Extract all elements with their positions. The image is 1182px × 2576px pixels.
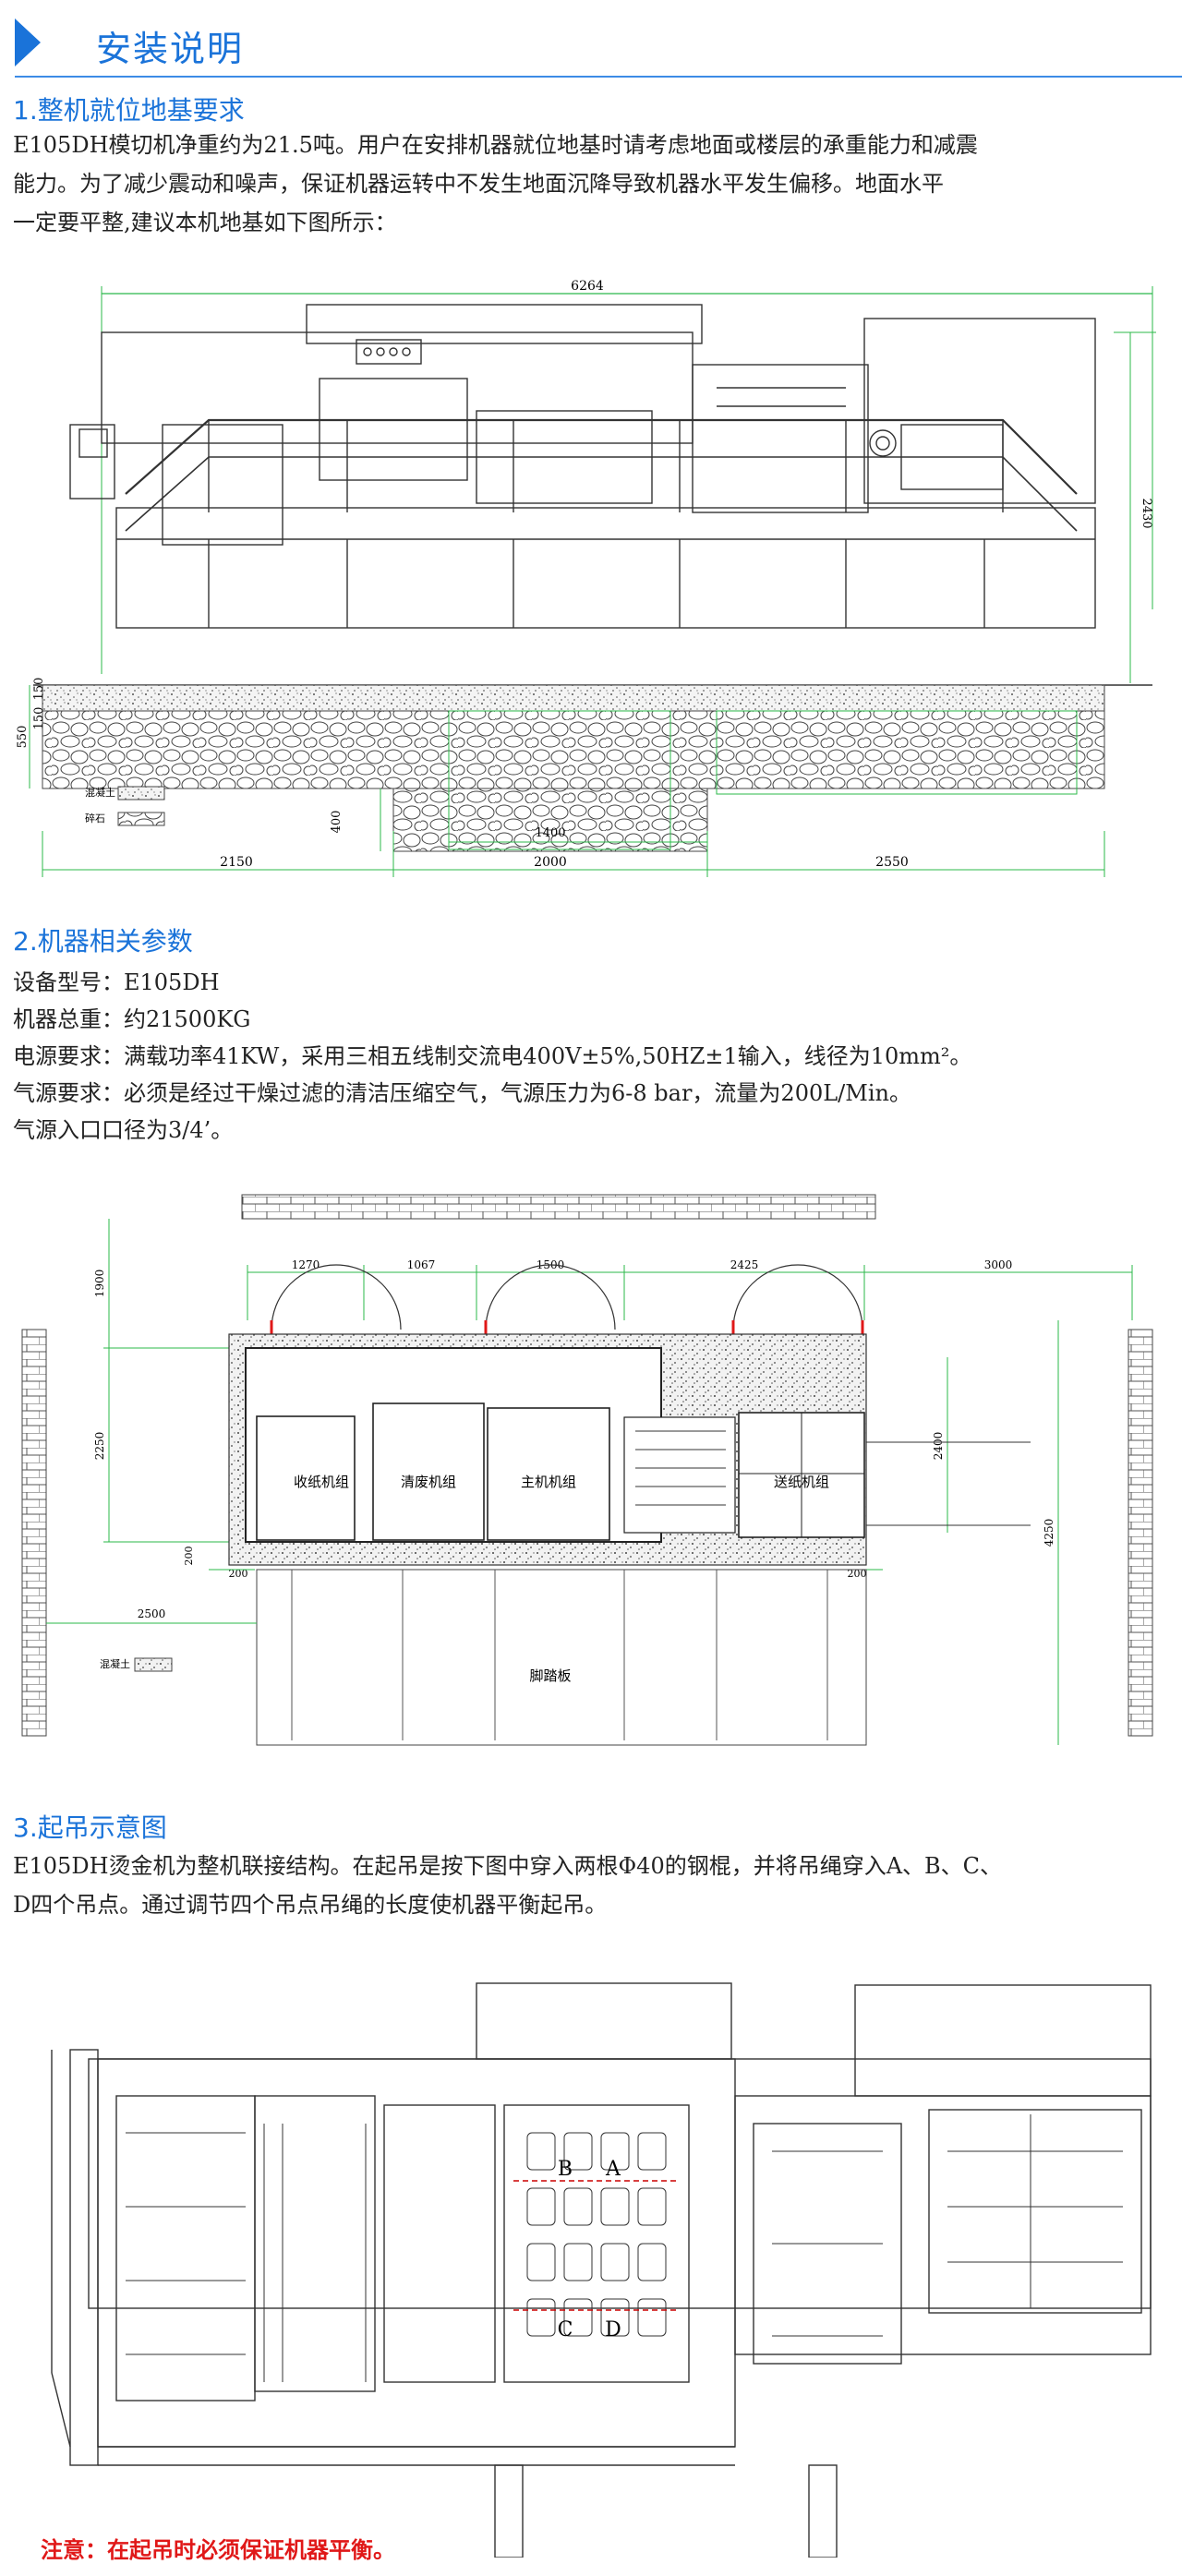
dimension-label: 1400 xyxy=(535,826,565,840)
dimension-label: 1270 xyxy=(292,1258,320,1271)
dimension-label: 150 xyxy=(32,707,46,730)
dimension-label: 2550 xyxy=(875,855,909,870)
dimension-label: 2000 xyxy=(534,855,567,870)
dimension-label: 2250 xyxy=(93,1432,106,1461)
lift-point-c: C xyxy=(558,2318,573,2341)
dimension-label: 200 xyxy=(183,1547,195,1566)
floor-plan-diagram: 1270 1067 1500 2425 3000 1900 2250 收纸机组 … xyxy=(21,1194,1153,1746)
unit-label-main: 主机机组 xyxy=(521,1474,576,1490)
lifting-diagram: B A C D xyxy=(51,1982,1152,2558)
dimension-label: 2400 xyxy=(932,1432,945,1461)
section-title: 2.机器相关参数 xyxy=(13,926,193,957)
legend-label: 碎石 xyxy=(85,812,105,825)
dimension-label: 550 xyxy=(16,726,30,749)
legend-label: 混凝土 xyxy=(100,1657,130,1670)
dimension-label: 3000 xyxy=(984,1258,1013,1271)
param-line: 电源要求：满载功率41KW，采用三相五线制交流电400V±5%,50HZ±1输入… xyxy=(13,1043,972,1069)
foundation-diagram: 6264 2430 xyxy=(16,279,1156,877)
dimension-label: 1067 xyxy=(407,1258,436,1271)
section-paragraph: E105DH烫金机为整机联接结构。在起吊是按下图中穿入两根Φ40的钢棍，并将吊绳… xyxy=(13,1853,1003,1918)
lift-point-b: B xyxy=(558,2158,573,2181)
dimension-label: 200 xyxy=(229,1568,248,1580)
section-paragraph: E105DH模切机净重约为21.5吨。用户在安排机器就位地基时请考虑地面或楼层的… xyxy=(13,132,978,235)
dimension-label: 4250 xyxy=(1043,1519,1055,1547)
unit-label-feeder: 送纸机组 xyxy=(774,1474,829,1490)
header-divider xyxy=(15,76,1182,78)
dimension-label: 6264 xyxy=(571,279,604,294)
dimension-label: 400 xyxy=(330,811,344,834)
dimension-label: 1900 xyxy=(93,1270,106,1298)
dimension-label: 2500 xyxy=(138,1607,166,1620)
dimension-label: 150 xyxy=(32,678,46,701)
arrow-icon xyxy=(15,18,41,66)
page-header: 安装说明 xyxy=(0,0,1182,85)
dimension-label: 2150 xyxy=(220,855,253,870)
param-line: 气源入口口径为3/4’。 xyxy=(13,1117,234,1143)
machine-outline xyxy=(69,304,1096,629)
lift-point-d: D xyxy=(605,2318,621,2341)
section-title: 3.起吊示意图 xyxy=(13,1812,167,1843)
unit-label-delivery: 收纸机组 xyxy=(294,1474,349,1490)
unit-label-stripping: 清废机组 xyxy=(401,1474,456,1490)
dimension-label: 200 xyxy=(848,1568,867,1580)
concrete-layer xyxy=(42,684,1105,712)
warning-note: 注意：在起吊时必须保证机器平衡。 xyxy=(41,2537,395,2563)
section-title: 1.整机就位地基要求 xyxy=(13,95,245,126)
dimension-label: 2425 xyxy=(730,1258,759,1271)
param-line: 气源要求：必须是经过干燥过滤的清洁压缩空气，气源压力为6-8 bar，流量为20… xyxy=(13,1080,911,1106)
legend-label: 混凝土 xyxy=(85,786,115,799)
footboard-label: 脚踏板 xyxy=(529,1667,571,1684)
param-line: 机器总重：约21500KG xyxy=(13,1006,251,1032)
dimension-label: 2430 xyxy=(1140,498,1153,528)
param-line: 设备型号：E105DH xyxy=(13,969,220,995)
lift-point-a: A xyxy=(605,2158,621,2181)
page-title: 安装说明 xyxy=(96,29,245,69)
gravel-layer xyxy=(42,710,1105,789)
